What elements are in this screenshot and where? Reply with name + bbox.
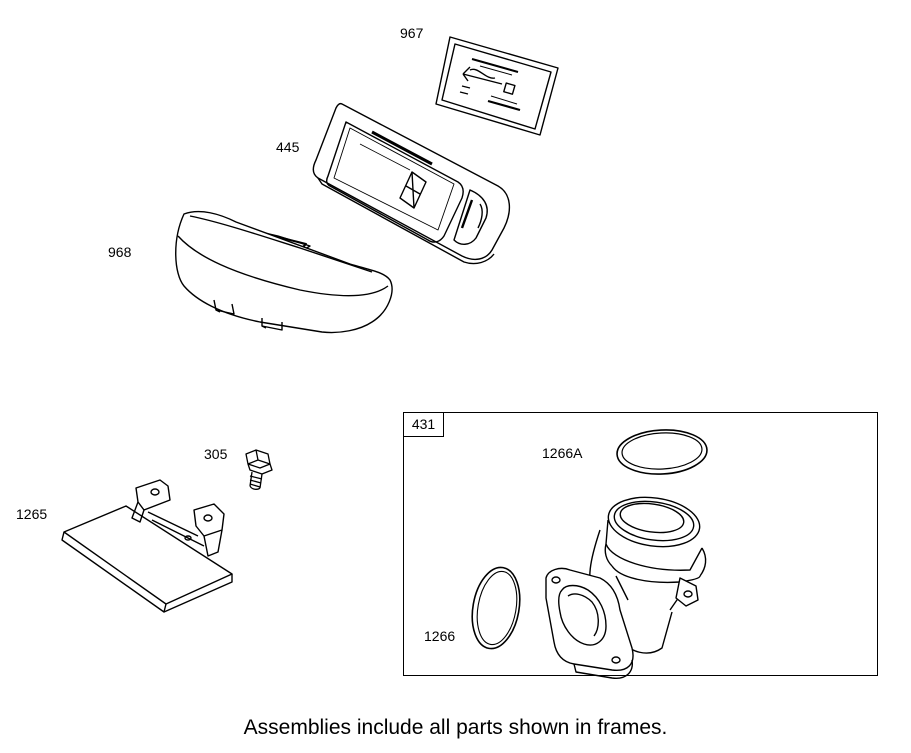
part-label-1266A: 1266A — [542, 445, 583, 461]
part-label-1266: 1266 — [424, 628, 456, 644]
assembly-frame-tag: 431 — [404, 413, 444, 437]
part-label-967: 967 — [400, 25, 424, 41]
part-label-1265: 1265 — [16, 506, 48, 522]
diagram-caption: Assemblies include all parts shown in fr… — [243, 716, 668, 739]
assembly-frame-431: 431 — [403, 412, 878, 676]
part-label-968: 968 — [108, 244, 132, 260]
part-label-445: 445 — [276, 139, 300, 155]
part-label-305: 305 — [204, 446, 228, 462]
